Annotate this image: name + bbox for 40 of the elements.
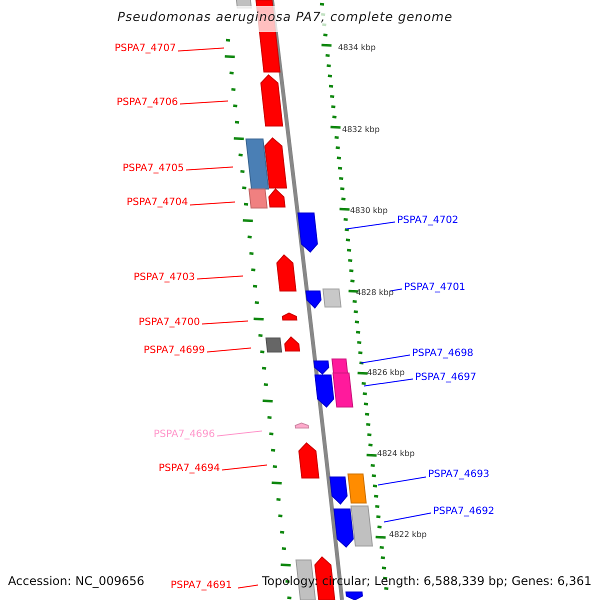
leader-line: [360, 354, 410, 364]
scale-label: 4834 kbp: [338, 44, 376, 52]
gene-label: PSPA7_4701: [404, 283, 466, 293]
gene-label: PSPA7_4693: [428, 470, 490, 480]
scale-label: 4832 kbp: [342, 126, 380, 134]
scale-label: 4830 kbp: [350, 206, 388, 215]
leader-line: [378, 476, 426, 486]
leader-line: [390, 288, 402, 292]
gene-label: PSPA7_4706: [116, 98, 178, 108]
gene-label: PSPA7_4698: [412, 349, 474, 359]
title: Pseudomonas aeruginosa PA7, complete genome: [116, 11, 454, 24]
leader-line: [206, 348, 252, 352]
leader-line: [202, 320, 248, 324]
gene-label: PSPA7_4696: [154, 430, 215, 440]
leader-line: [178, 48, 224, 52]
gene-label: PSPA7_4704: [126, 198, 188, 208]
scale-label: 4828 kbp: [356, 288, 394, 297]
gene-label: PSPA7_4697: [415, 373, 476, 383]
leader-line: [222, 464, 268, 470]
gene-label: PSPA7_4692: [433, 507, 494, 517]
leader-line: [180, 100, 228, 104]
leader-line: [364, 378, 414, 386]
leader-line: [216, 430, 262, 436]
accession-text: Accession: NC_009656: [8, 575, 144, 588]
gene-label: PSPA7_4705: [122, 164, 184, 174]
leader-line: [196, 276, 244, 280]
scale-label: 4826 kbp: [367, 368, 405, 377]
gene-label: PSPA7_4694: [158, 464, 220, 474]
leader-line: [190, 202, 236, 206]
gene-label: PSPA7_4707: [114, 44, 176, 54]
gene-label: PSPA7_4700: [138, 318, 200, 328]
gene-label: PSPA7_4691: [170, 581, 232, 591]
leader-line: [238, 584, 258, 588]
gene-label: PSPA7_4703: [134, 273, 195, 283]
gene-label: PSPA7_4699: [144, 346, 205, 356]
gene-label: PSPA7_4702: [397, 216, 458, 226]
leader-line: [186, 166, 234, 170]
scale-label: 4824 kbp: [377, 450, 415, 458]
leader-line: [346, 222, 396, 230]
leader-line: [384, 512, 432, 522]
